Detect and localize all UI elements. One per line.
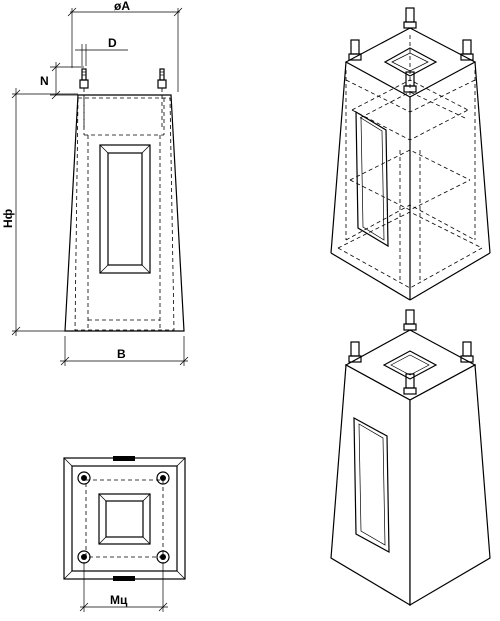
front-view: [64, 68, 185, 332]
dimension-a: øA: [67, 0, 183, 92]
top-hidden-square: [85, 479, 164, 558]
dimension-n: N: [40, 62, 84, 100]
top-slot-bottom: [113, 576, 135, 581]
iso-bolt-right: [460, 39, 474, 61]
label-m: Mц: [110, 593, 128, 607]
top-opening-outer: [98, 493, 151, 545]
iso-solid-right-face: [409, 364, 491, 607]
front-window-outer: [99, 144, 151, 274]
iso-solid-left-face: [330, 364, 411, 607]
isometric-solid: [330, 309, 491, 607]
front-bolt-right: [157, 68, 167, 130]
top-slot-top: [113, 456, 135, 461]
iso-bolt-front: [403, 71, 417, 93]
iso-solid-bolt-front: [403, 373, 417, 395]
label-h: Hф: [1, 208, 15, 228]
iso-solid-bolt-back: [403, 309, 417, 331]
iso-solid-bolt-right: [460, 341, 474, 363]
dimension-h: Hф: [1, 88, 78, 336]
dimension-d: D: [75, 36, 128, 66]
top-view: [63, 456, 186, 581]
front-hidden-frame: [74, 97, 175, 331]
top-bolt-bottom-left: [77, 550, 91, 564]
iso-solid-window-outer: [353, 416, 390, 554]
iso-bolt-back: [403, 7, 417, 29]
top-bolt-top-right: [156, 471, 170, 485]
label-n: N: [40, 74, 49, 88]
front-bolt-left: [79, 68, 89, 130]
label-a: øA: [114, 0, 130, 13]
iso-bolt-left: [348, 39, 362, 61]
front-window-inner: [107, 152, 143, 266]
dimension-b: B: [60, 336, 189, 366]
isometric-wireframe: [330, 7, 491, 301]
top-opening-inner: [105, 500, 144, 538]
label-d: D: [108, 36, 117, 50]
dimension-m: Mц: [79, 562, 168, 612]
iso-solid-bolt-left: [348, 341, 362, 363]
label-b: B: [117, 347, 126, 361]
front-body-outline: [64, 94, 185, 332]
top-bolt-top-left: [77, 471, 91, 485]
